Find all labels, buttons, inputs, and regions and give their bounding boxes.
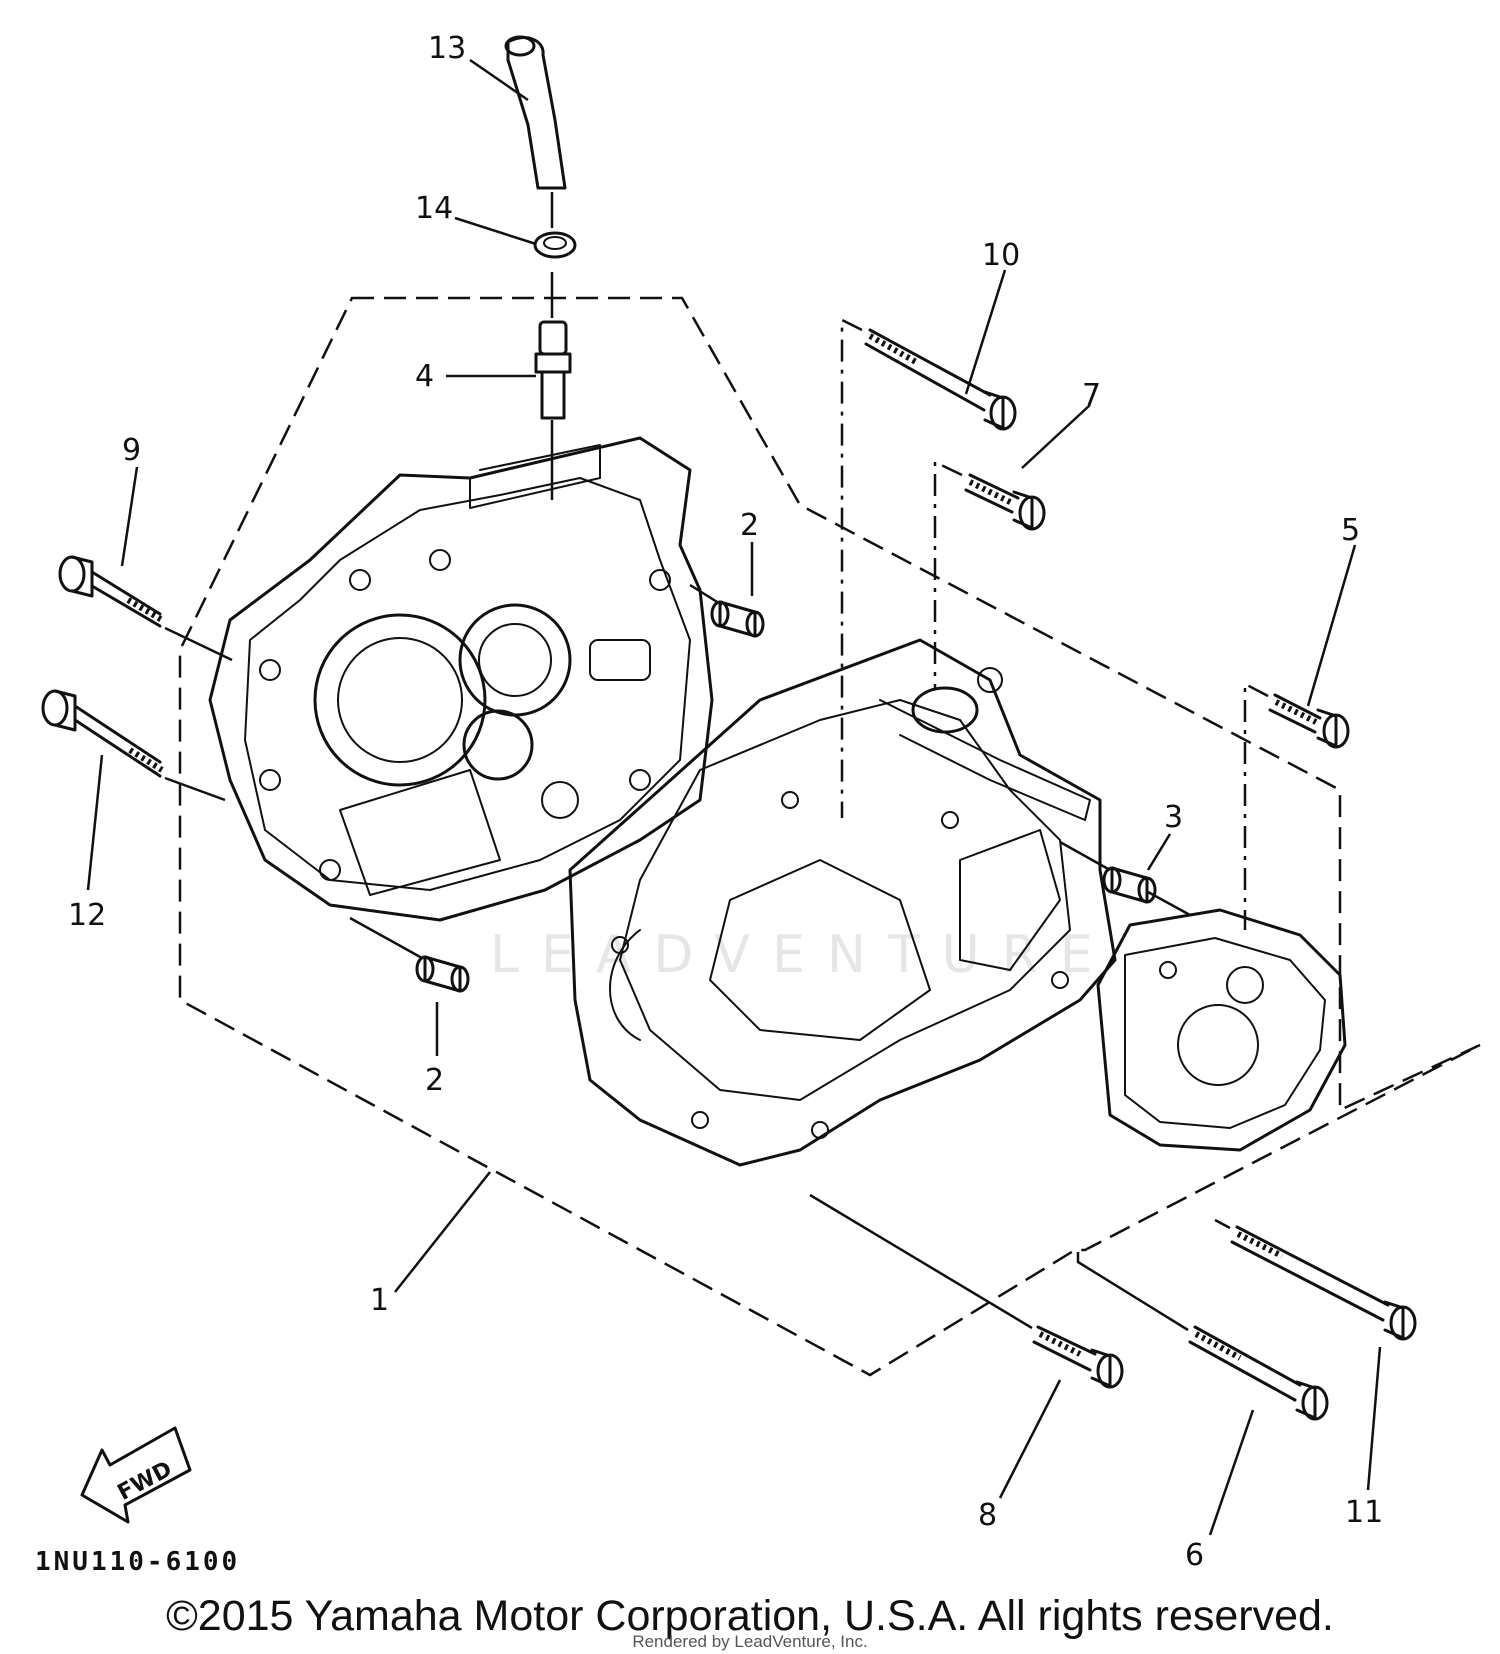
callout-6: 6 — [1185, 1538, 1204, 1573]
bolt-5 — [1268, 693, 1350, 749]
crankcase-assembly-boundary — [178, 296, 1481, 1377]
breather-hose — [504, 35, 567, 190]
bolt-8 — [1032, 1325, 1124, 1389]
callout-11: 11 — [1345, 1495, 1383, 1530]
crankcase-cover — [1096, 908, 1347, 1152]
callout-5: 5 — [1341, 513, 1360, 548]
forward-arrow-icon: FWD — [80, 1426, 192, 1524]
bolt-10 — [864, 328, 1017, 431]
callout-12: 12 — [68, 898, 106, 933]
dowel-pin-upper — [710, 600, 765, 638]
left-crankcase — [208, 436, 714, 922]
callout-1: 1 — [370, 1283, 389, 1318]
callout-nine: 9 — [122, 433, 141, 468]
callout-2-lower: 2 — [425, 1063, 444, 1098]
bolt-9 — [58, 555, 164, 628]
callout-14: 14 — [415, 191, 453, 226]
figure-code: 1NU110-6100 — [35, 1547, 240, 1577]
bolt-11 — [1230, 1225, 1417, 1341]
bolt-7 — [964, 473, 1046, 531]
watermark: LEADVENTURE — [490, 925, 1115, 985]
bolt-12 — [41, 689, 164, 778]
breather-nipple — [534, 320, 572, 420]
callout-13: 13 — [428, 31, 466, 66]
callout-2-upper: 2 — [740, 508, 759, 543]
dowel-pin-3 — [1102, 866, 1157, 904]
forward-label: FWD — [114, 1457, 177, 1506]
callout-7: 7 — [1082, 378, 1101, 413]
callout-10: 10 — [982, 238, 1020, 273]
dowel-pin-lower — [415, 955, 470, 993]
callout-8: 8 — [978, 1498, 997, 1533]
rendered-by-credit: Rendered by LeadVenture, Inc. — [632, 1632, 868, 1651]
callout-3: 3 — [1164, 800, 1183, 835]
copyright-notice: ©2015 Yamaha Motor Corporation, U.S.A. A… — [166, 1592, 1334, 1640]
bolt-6 — [1188, 1325, 1329, 1421]
callout-4: 4 — [415, 359, 434, 394]
hose-clamp — [533, 231, 577, 259]
right-crankcase — [568, 638, 1117, 1167]
